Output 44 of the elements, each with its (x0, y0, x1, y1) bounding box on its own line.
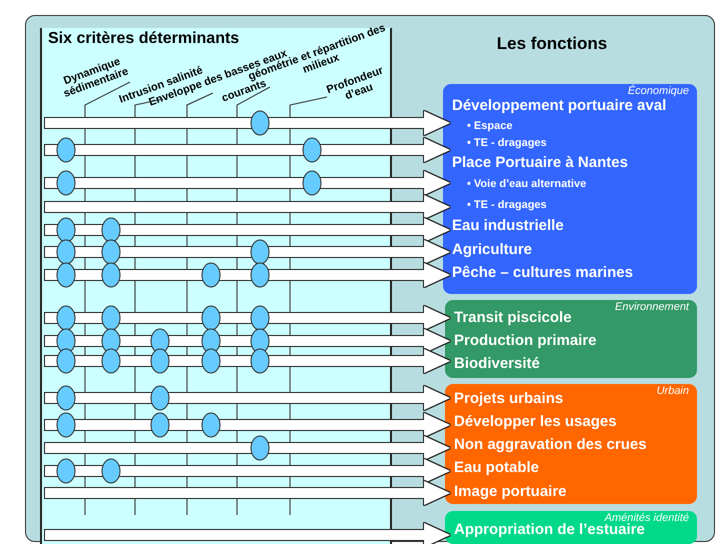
category-label: Économique (628, 85, 689, 97)
block-arrow (45, 138, 450, 162)
function-label: Transit piscicole (454, 309, 572, 327)
category-panel (445, 511, 697, 544)
sub-item-label: • Espace (467, 119, 512, 133)
function-label: Pêche – cultures marines (452, 264, 633, 282)
block-arrow (45, 413, 450, 437)
block-arrow (45, 195, 450, 219)
category-label: Environnement (615, 301, 689, 313)
function-label: Non aggravation des crues (454, 436, 647, 454)
category-panel (445, 384, 697, 504)
function-label: Développement portuaire aval (452, 97, 666, 115)
category-label: Aménités identité (604, 512, 689, 524)
function-label: Biodiversité (454, 355, 540, 373)
block-arrow (45, 436, 450, 460)
function-label: Développer les usages (454, 413, 617, 431)
block-arrow (45, 523, 450, 544)
section-heading: Les fonctions (496, 34, 608, 54)
sub-item-label: • Voie d’eau alternative (467, 177, 586, 191)
block-arrow (45, 459, 450, 483)
sub-item-label: • TE - dragages (467, 198, 547, 212)
function-label: Eau industrielle (452, 217, 564, 235)
block-arrow (45, 306, 450, 330)
function-label: Place Portuaire à Nantes (452, 154, 628, 172)
category-panel (445, 300, 697, 378)
function-label: Eau potable (454, 459, 540, 477)
block-arrow (45, 111, 450, 135)
function-label: Image portuaire (454, 483, 567, 501)
block-arrow (45, 240, 450, 264)
function-label: Projets urbains (454, 390, 564, 408)
block-arrow (45, 263, 450, 287)
block-arrow (45, 329, 450, 353)
category-panel (443, 84, 697, 294)
block-arrow (45, 349, 450, 373)
block-arrow (45, 171, 450, 195)
sub-item-label: • TE - dragages (467, 136, 547, 150)
function-label: Appropriation de l’estuaire (454, 521, 645, 539)
block-arrow (45, 481, 450, 505)
function-label: Production primaire (454, 332, 597, 350)
function-label: Agriculture (452, 241, 532, 259)
category-label: Urbain (656, 385, 689, 397)
panel-title: Six critères déterminants (48, 30, 240, 48)
block-arrow (45, 386, 450, 410)
block-arrow (45, 218, 450, 242)
